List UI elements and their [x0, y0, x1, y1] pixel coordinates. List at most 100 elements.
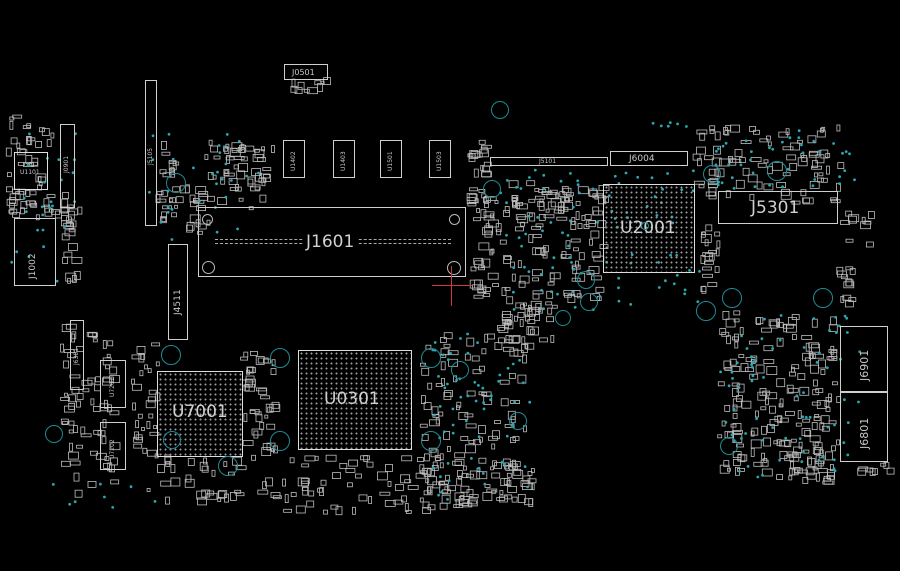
- pad: [708, 191, 717, 200]
- pad: [348, 459, 359, 467]
- pad: [263, 174, 271, 183]
- via-dot: [542, 173, 546, 177]
- via-dot: [818, 149, 821, 153]
- chip-u1501[interactable]: U1501: [380, 140, 402, 178]
- via-dot: [724, 420, 728, 424]
- pad: [250, 186, 260, 192]
- pad: [407, 484, 419, 490]
- pad: [156, 191, 164, 196]
- pad: [813, 416, 821, 422]
- chip-u0301[interactable]: U0301: [298, 350, 412, 450]
- connector-j0901[interactable]: J0901: [60, 124, 75, 208]
- pad: [577, 223, 583, 230]
- connector-j0501[interactable]: J0501: [284, 64, 328, 80]
- pad: [813, 379, 818, 387]
- via-dot: [505, 233, 508, 237]
- pad: [815, 455, 825, 465]
- pad: [466, 337, 475, 347]
- chip-u1403[interactable]: U1403: [333, 140, 355, 178]
- pad: [484, 230, 493, 238]
- chip-u7201[interactable]: U7201: [100, 360, 126, 408]
- pad: [206, 492, 218, 500]
- pad: [290, 492, 297, 497]
- via-dot: [636, 175, 640, 179]
- pad: [161, 151, 171, 156]
- pad: [170, 464, 176, 474]
- pad: [423, 453, 430, 462]
- pad: [261, 481, 267, 490]
- pad: [492, 283, 500, 288]
- pad: [787, 387, 799, 393]
- connector-j6301[interactable]: J6301: [70, 320, 84, 390]
- pad: [713, 145, 721, 155]
- pad: [224, 170, 229, 175]
- pad: [724, 129, 730, 136]
- pad: [795, 422, 802, 427]
- pad: [863, 220, 872, 225]
- pad: [484, 225, 494, 234]
- pad: [500, 398, 509, 407]
- pad: [786, 384, 794, 394]
- pad: [808, 353, 816, 360]
- chip-u1101[interactable]: U1101: [14, 152, 48, 190]
- connector-j5105[interactable]: J5105: [145, 80, 157, 226]
- via-dot: [22, 196, 26, 200]
- pad: [532, 277, 539, 282]
- pad: [12, 114, 23, 119]
- via-dot: [218, 151, 222, 155]
- pad: [110, 479, 120, 485]
- pad: [346, 482, 353, 488]
- chip-u1402[interactable]: U1402: [283, 140, 305, 178]
- pad: [699, 132, 706, 141]
- via-dot: [505, 201, 508, 205]
- pad: [201, 489, 211, 498]
- pad: [804, 430, 812, 438]
- connector-j6004[interactable]: J6004: [610, 151, 688, 166]
- connector-j6801[interactable]: J6801: [840, 392, 888, 462]
- pad: [570, 221, 577, 231]
- pad: [400, 474, 411, 484]
- pad: [427, 382, 433, 390]
- via-dot: [451, 431, 455, 435]
- via-dot: [245, 174, 249, 178]
- pad: [459, 498, 470, 506]
- pad: [259, 421, 265, 430]
- via-dot: [727, 384, 731, 388]
- pad: [512, 200, 517, 209]
- pad: [766, 135, 771, 141]
- via-dot: [224, 195, 228, 199]
- connector-j6901[interactable]: J6901: [840, 326, 888, 392]
- connector-j5301[interactable]: J5301: [718, 191, 838, 224]
- pad: [460, 436, 469, 441]
- pad: [704, 260, 714, 265]
- pad: [719, 158, 730, 167]
- pad: [766, 392, 778, 400]
- connector-j4511[interactable]: J4511: [168, 244, 188, 340]
- pad: [476, 208, 481, 213]
- chip-u7202[interactable]: U7202: [100, 422, 126, 470]
- via-dot: [15, 250, 19, 254]
- connector-j1002[interactable]: J1002: [14, 218, 56, 286]
- via-dot: [715, 149, 718, 153]
- pad: [447, 350, 459, 356]
- chip-u2001[interactable]: U2001: [603, 184, 695, 273]
- pad: [393, 499, 404, 505]
- via-dot: [568, 256, 571, 259]
- chip-u1503[interactable]: U1503: [429, 140, 451, 178]
- pad: [10, 137, 18, 145]
- pad: [721, 420, 726, 427]
- via-dot: [569, 172, 572, 175]
- pad: [131, 354, 142, 360]
- connector-j1601[interactable]: J1601: [198, 207, 466, 277]
- pad: [102, 419, 107, 429]
- pad: [776, 182, 786, 188]
- pad: [247, 366, 254, 373]
- pad: [541, 247, 547, 256]
- pad: [531, 468, 535, 473]
- pad: [301, 480, 310, 487]
- pad: [826, 165, 830, 175]
- pad: [538, 213, 546, 221]
- connector-j5101[interactable]: J5101: [490, 157, 608, 166]
- pad: [801, 155, 808, 162]
